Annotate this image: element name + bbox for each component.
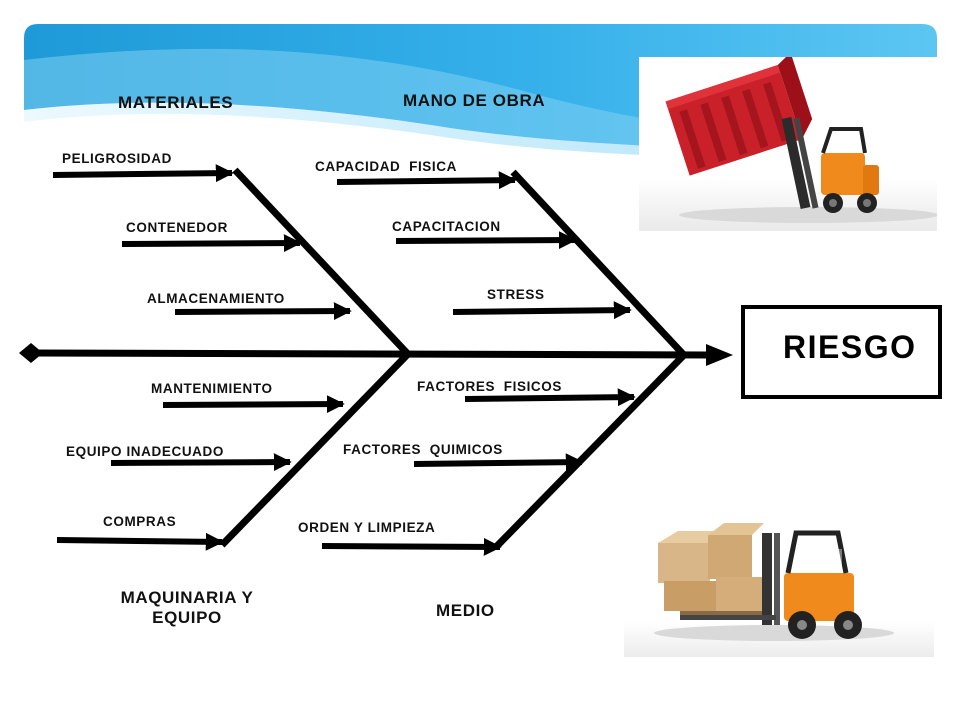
cause-stress: STRESS — [487, 287, 545, 302]
arrow-factores-fisicos — [464, 388, 636, 407]
effect-box: RIESGO — [741, 305, 942, 399]
cause-compras: COMPRAS — [103, 514, 177, 529]
arrow-compras — [56, 532, 224, 551]
cause-factores-quimicos: FACTORES QUIMICOS — [343, 442, 503, 457]
category-medio: MEDIO — [436, 601, 495, 620]
main-bones — [219, 167, 686, 550]
spine-head-arrow — [706, 344, 733, 366]
cause-arrows — [52, 164, 636, 556]
cause-peligrosidad: PELIGROSIDAD — [62, 151, 172, 166]
category-materiales: MATERIALES — [118, 93, 234, 112]
effect-label: RIESGO — [783, 329, 917, 365]
bone-medio — [493, 353, 686, 550]
forklift-tilting-pallet-icon — [665, 57, 937, 223]
cause-almacenamiento: ALMACENAMIENTO — [147, 291, 285, 306]
arrow-peligrosidad — [52, 164, 234, 183]
forklift-carrying-boxes-icon — [654, 523, 894, 641]
bone-materiales — [232, 167, 410, 356]
bone-maquinaria — [219, 352, 410, 548]
arrow-mantenimiento — [162, 395, 345, 414]
category-mano-de-obra: MANO DE OBRA — [403, 91, 546, 110]
cause-orden-y-limpieza: ORDEN Y LIMPIEZA — [298, 520, 436, 535]
arrow-equipo-inadecuado — [110, 453, 292, 472]
cause-capacidad-fisica: CAPACIDAD FISICA — [315, 159, 457, 174]
arrow-stress — [452, 301, 632, 320]
arrow-factores-quimicos — [413, 453, 584, 472]
arrow-capacidad-fisica — [336, 171, 517, 190]
arrow-almacenamiento — [174, 302, 352, 321]
cause-capacitacion: CAPACITACION — [392, 219, 501, 234]
arrow-capacitacion — [395, 231, 577, 250]
cause-factores-fisicos: FACTORES FISICOS — [417, 379, 562, 394]
arrow-contenedor — [121, 234, 302, 253]
spine-tail-diamond — [19, 343, 43, 363]
cause-mantenimiento: MANTENIMIENTO — [151, 381, 273, 396]
cause-equipo-inadecuado: EQUIPO INADECUADO — [66, 444, 224, 459]
forklift-tilting-pallet-photo — [639, 57, 937, 231]
cause-contenedor: CONTENEDOR — [126, 220, 229, 235]
forklift-carrying-boxes-photo — [624, 515, 934, 657]
bone-mano-de-obra — [510, 169, 686, 357]
arrow-orden-y-limpieza — [321, 537, 502, 556]
category-maquinaria-y-equipo: MAQUINARIA Y EQUIPO — [120, 588, 254, 627]
spine — [19, 343, 733, 366]
